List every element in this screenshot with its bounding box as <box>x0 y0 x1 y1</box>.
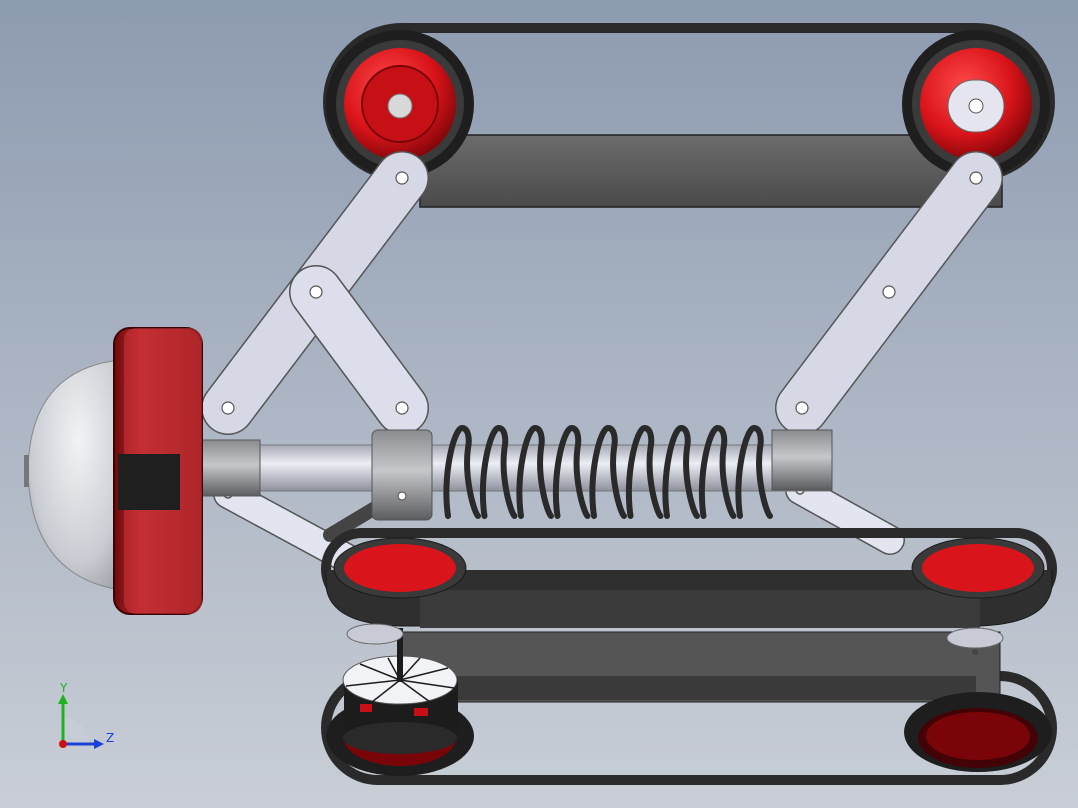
compression-spring[interactable] <box>443 424 773 519</box>
housing-connector <box>118 454 180 510</box>
spring-coil <box>443 424 481 519</box>
spring-coil <box>516 424 554 519</box>
top-track-module[interactable] <box>323 23 1055 208</box>
middle-right-wheel[interactable] <box>922 544 1034 592</box>
drive-drum[interactable] <box>342 628 458 754</box>
bottom-right-wheel[interactable] <box>904 692 1052 772</box>
pivot-pin <box>882 285 896 299</box>
top-left-wheel[interactable] <box>326 30 474 178</box>
spring-shaft-assembly[interactable] <box>199 424 833 521</box>
pivot-pin <box>309 285 323 299</box>
pivot-pin <box>969 171 983 185</box>
pivot-pin <box>395 401 409 415</box>
slider-block[interactable] <box>371 429 433 521</box>
middle-left-wheel[interactable] <box>344 544 456 592</box>
spring-coil <box>735 424 773 519</box>
left-collar <box>199 439 261 497</box>
sensor-dome <box>27 359 121 591</box>
x-axis-dot <box>59 740 67 748</box>
orientation-triad[interactable]: Y Z <box>40 682 130 762</box>
dome-marker <box>24 455 29 487</box>
bottom-track-module[interactable] <box>321 628 1057 785</box>
top-right-wheel[interactable] <box>902 30 1050 178</box>
top-side-plate <box>419 134 1003 208</box>
spring-coil <box>479 424 518 519</box>
y-axis-label: Y <box>59 682 68 695</box>
pivot-pin <box>795 401 809 415</box>
middle-track-module[interactable] <box>321 528 1057 655</box>
pivot-pin <box>395 171 409 185</box>
right-collar <box>771 429 833 491</box>
spring-coil <box>589 424 627 519</box>
spring-coil <box>662 424 700 519</box>
z-axis-label: Z <box>106 731 114 745</box>
pivot-pin <box>221 401 235 415</box>
triad-quadrant <box>63 718 89 744</box>
linkage-arms[interactable] <box>201 151 1003 435</box>
front-housing[interactable] <box>24 327 203 615</box>
spring-coil <box>698 424 737 519</box>
spring-coil <box>552 424 591 519</box>
spring-coil <box>625 424 664 519</box>
